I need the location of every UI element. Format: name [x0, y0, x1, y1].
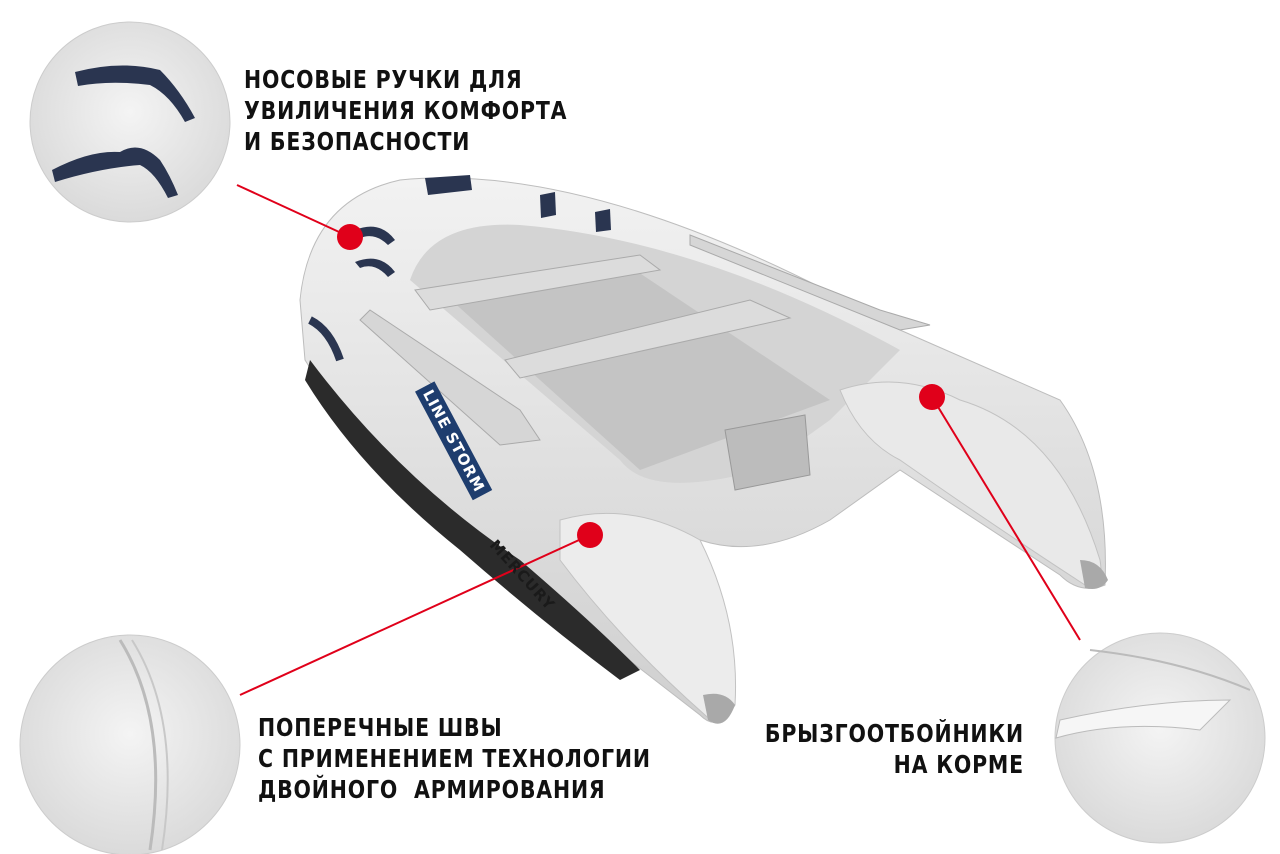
inflatable-boat [299, 175, 1108, 724]
handle-icon [355, 226, 395, 245]
callout-line: УВИЛИЧЕНИЯ КОМФОРТА [244, 96, 568, 125]
bench-seat [414, 254, 662, 311]
callout-line: ПОПЕРЕЧНЫЕ ШВЫ [258, 713, 503, 742]
transom-plate [724, 414, 811, 491]
marker-dot [577, 522, 603, 548]
callout-pointers [236, 184, 1081, 696]
detail-circle-bow-handles [29, 21, 231, 223]
marker-dot [337, 224, 363, 250]
left-pontoon [559, 512, 737, 722]
detail-circle-splash-guards [1054, 632, 1266, 844]
callout-bow-handles: НОСОВЫЕ РУЧКИ ДЛЯ УВИЛИЧЕНИЯ КОМФОРТА И … [244, 64, 567, 157]
pointer-line [236, 184, 351, 238]
pointer-line [931, 396, 1081, 641]
hull-keel-strip [305, 360, 640, 680]
callout-line: НА КОРМЕ [893, 750, 1024, 779]
oar [359, 309, 541, 446]
pointer-line [239, 534, 591, 696]
callout-splash-guards: БРЫЗГООТБОЙНИКИ НА КОРМЕ [765, 718, 1024, 780]
callout-line: ДВОЙНОГО АРМИРОВАНИЯ [258, 775, 606, 804]
callout-line: И БЕЗОПАСНОСТИ [244, 127, 471, 156]
handle-icon [75, 65, 195, 122]
callout-line: С ПРИМЕНЕНИЕМ ТЕХНОЛОГИИ [258, 744, 651, 773]
handle-icon [355, 258, 395, 277]
handle-icon [52, 147, 178, 198]
callout-line: БРЫЗГООТБОЙНИКИ [764, 719, 1024, 748]
callout-seams: ПОПЕРЕЧНЫЕ ШВЫ С ПРИМЕНЕНИЕМ ТЕХНОЛОГИИ … [258, 712, 651, 805]
oar [689, 234, 931, 331]
bench-seat [504, 299, 792, 379]
marker-dot [919, 384, 945, 410]
detail-circle-seams [19, 634, 241, 854]
callout-line: НОСОВЫЕ РУЧКИ ДЛЯ [244, 65, 523, 94]
